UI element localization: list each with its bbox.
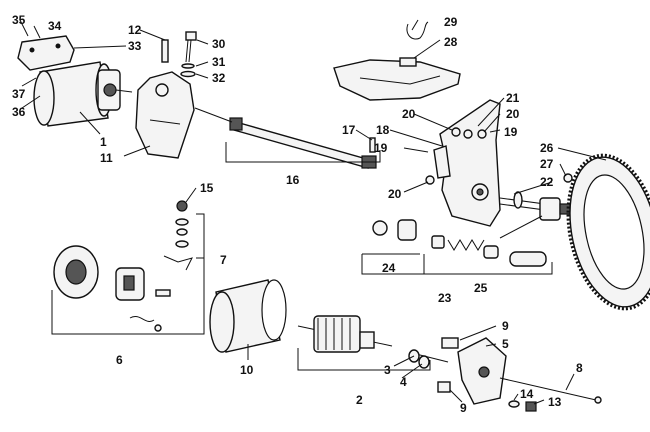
field-frame <box>209 279 287 353</box>
callout-37: 37 <box>12 87 26 101</box>
mounting-bolt <box>161 31 197 78</box>
callout-27: 27 <box>540 157 554 171</box>
callout-33: 33 <box>128 39 142 53</box>
drive-gear-assembly <box>372 215 547 267</box>
starter-cable <box>194 107 377 169</box>
callout-16: 16 <box>286 173 300 187</box>
callout-34: 34 <box>48 19 62 33</box>
callout-29: 29 <box>444 15 458 29</box>
callout-15: 15 <box>200 181 214 195</box>
callout-26: 26 <box>540 141 554 155</box>
group-brackets <box>51 142 553 371</box>
callout-19-right: 19 <box>504 125 518 139</box>
drive-end-housing <box>408 337 602 412</box>
callout-12: 12 <box>128 23 142 37</box>
callout-5: 5 <box>502 337 509 351</box>
callout-9-top: 9 <box>502 319 509 333</box>
callout-20-top: 20 <box>402 107 416 121</box>
starter-motor <box>33 61 133 127</box>
callout-13: 13 <box>548 395 562 409</box>
callout-20-bottom: 20 <box>388 187 402 201</box>
brush-holder <box>115 267 171 332</box>
callout-14: 14 <box>520 387 534 401</box>
drive-housing <box>425 99 501 227</box>
callout-1: 1 <box>100 135 107 149</box>
callout-21: 21 <box>506 91 520 105</box>
terminal-kit <box>163 200 193 271</box>
callout-6: 6 <box>116 353 123 367</box>
callout-17: 17 <box>342 123 356 137</box>
callout-2: 2 <box>356 393 363 407</box>
callout-30: 30 <box>212 37 226 51</box>
leader-lines <box>19 19 607 405</box>
callout-25: 25 <box>474 281 488 295</box>
callout-32: 32 <box>212 71 226 85</box>
callout-23: 23 <box>438 291 452 305</box>
callout-3: 3 <box>384 363 391 377</box>
callout-20-right: 20 <box>506 107 520 121</box>
commutator-end-frame <box>53 245 99 299</box>
callout-4: 4 <box>400 375 407 389</box>
callout-8: 8 <box>576 361 583 375</box>
pinion-shaft <box>499 191 571 221</box>
callout-7: 7 <box>220 253 227 267</box>
callout-11: 11 <box>100 151 113 165</box>
armature <box>297 315 393 353</box>
callout-19-left: 19 <box>374 141 388 155</box>
callout-36: 36 <box>12 105 26 119</box>
mounting-bracket <box>135 71 195 159</box>
callout-24: 24 <box>382 261 396 275</box>
seat-portion <box>333 21 461 101</box>
callout-labels: 35 34 33 37 36 1 11 12 30 31 32 29 28 17… <box>12 13 583 415</box>
end-bracket <box>17 35 75 71</box>
callout-28: 28 <box>444 35 458 49</box>
callout-10: 10 <box>240 363 254 377</box>
callout-22: 22 <box>540 175 554 189</box>
callout-9-bottom: 9 <box>460 401 467 415</box>
callout-18: 18 <box>376 123 390 137</box>
callout-31: 31 <box>212 55 226 69</box>
ring-gear <box>563 153 650 311</box>
callout-35: 35 <box>12 13 26 27</box>
